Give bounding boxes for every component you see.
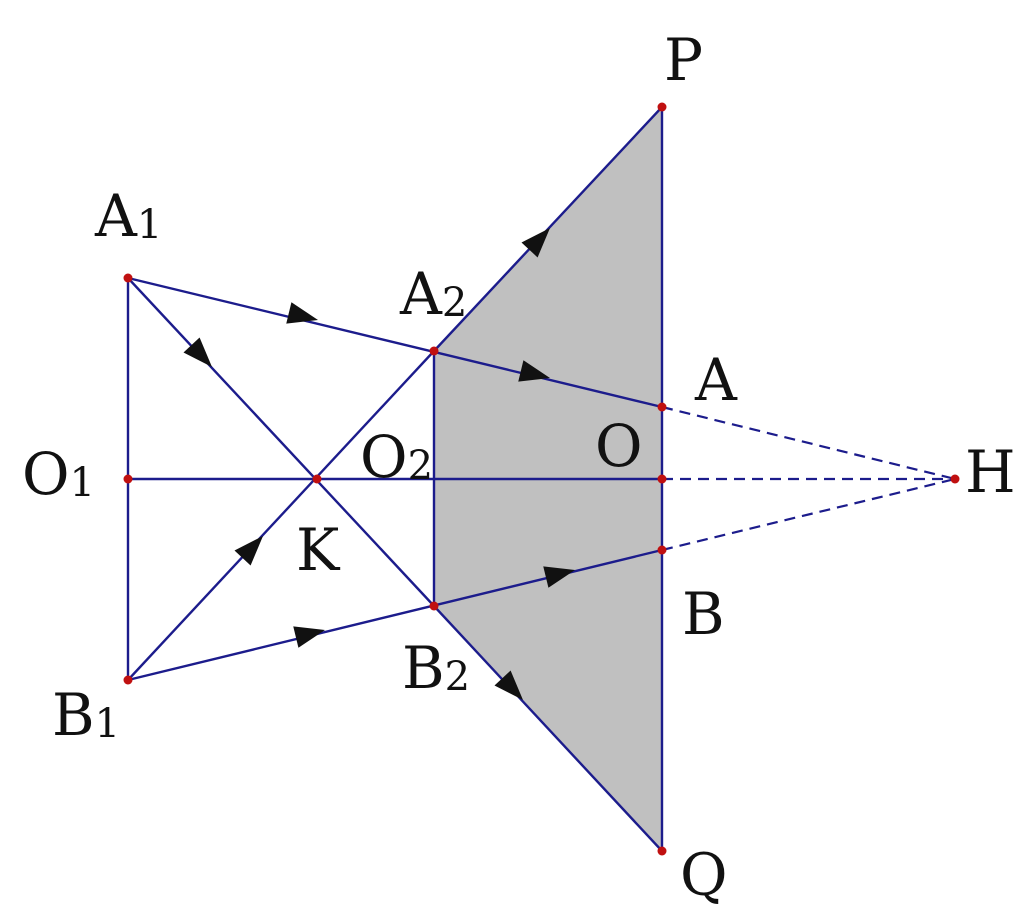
point-Q (657, 846, 667, 856)
point-B2 (429, 601, 439, 611)
dashed-lines (661, 405, 956, 552)
line-A1-A (127, 276, 663, 409)
arrowheads (183, 228, 575, 700)
label-O1: O1 (22, 440, 95, 508)
label-A1: A1 (94, 182, 162, 250)
line-B1-B (127, 548, 663, 682)
point-O1 (123, 474, 133, 484)
dashed-B-H (661, 477, 956, 552)
point-A (657, 402, 667, 412)
point-A2 (429, 346, 439, 356)
point-B1 (123, 675, 133, 685)
point-K (312, 474, 322, 484)
label-A: A (694, 346, 738, 414)
label-B: B (682, 580, 725, 648)
point-O (657, 474, 667, 484)
arrow-B1-B2 (293, 626, 325, 648)
arrow-A1-A2 (286, 302, 318, 324)
arrow-A1-K (183, 337, 212, 367)
label-A2: A2 (399, 260, 467, 328)
arrow-A2-P (521, 228, 550, 258)
label-B1: B1 (52, 681, 120, 749)
point-H (950, 474, 960, 484)
arrow-B1-K (234, 536, 263, 566)
label-H: H (965, 438, 1016, 506)
label-O2: O2 (360, 423, 433, 491)
line-A2-P (433, 106, 663, 352)
point-P (657, 102, 667, 112)
line-B1-A2 (127, 350, 435, 681)
label-P: P (664, 26, 703, 94)
point-B (657, 545, 667, 555)
label-O: O (595, 412, 643, 480)
label-Q: Q (680, 841, 728, 909)
points (123, 102, 960, 856)
dashed-A-H (661, 405, 956, 481)
line-B2-Q (433, 605, 663, 852)
labels: P Q A B O H K A1 B1 O1 A2 B2 O2 (22, 26, 1016, 909)
arrow-A2-A (518, 360, 550, 382)
arrow-B2-B (543, 566, 575, 588)
label-B2: B2 (402, 634, 470, 702)
point-A1 (123, 273, 133, 283)
arrow-B2-Q (494, 670, 523, 700)
line-A1-B2 (127, 277, 435, 607)
label-K: K (296, 516, 341, 584)
